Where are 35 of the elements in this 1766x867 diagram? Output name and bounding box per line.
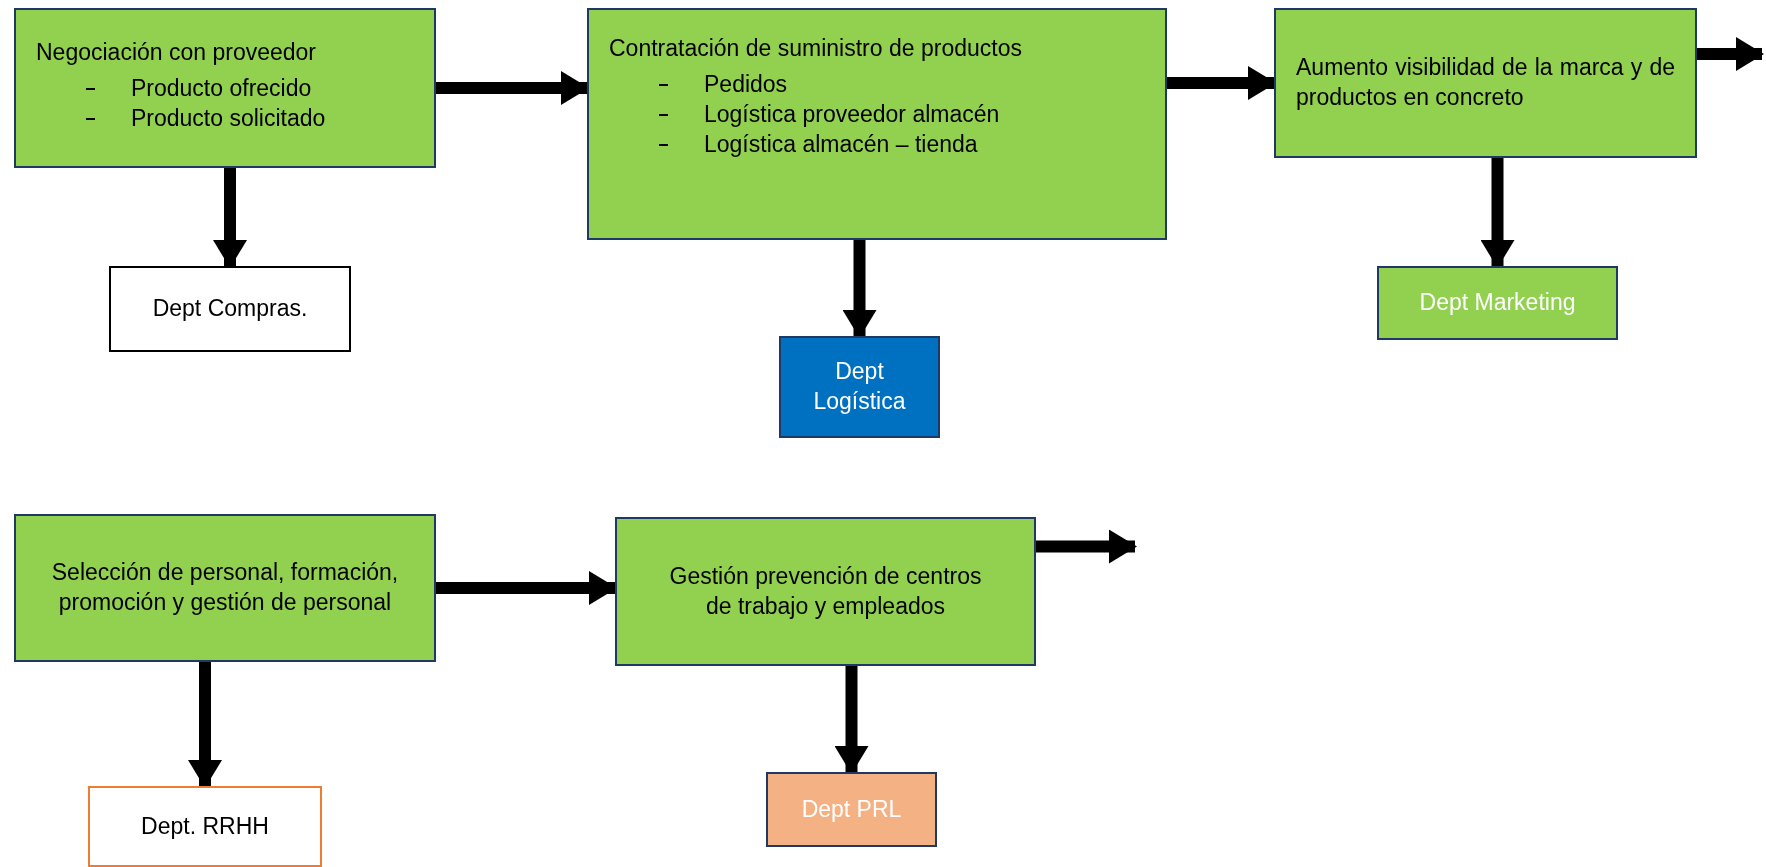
department-box [88, 786, 322, 867]
arrow [1480, 158, 1515, 268]
box-text: Dept PRL [800, 794, 903, 824]
process-box [1274, 8, 1697, 158]
process-box [587, 8, 1167, 240]
arrow [213, 168, 247, 268]
arrow [1167, 66, 1276, 100]
box-text: Selección de personal, formación, promoción y gestión de personal [50, 558, 400, 617]
arrow [1697, 37, 1764, 71]
list-item: Producto ofrecido [131, 73, 312, 103]
box-heading: Negociación con proveedor [36, 38, 317, 67]
arrow [436, 571, 617, 605]
arrow [188, 662, 222, 788]
arrow [436, 71, 589, 105]
list-item: Pedidos [704, 69, 788, 99]
box-text: Aumento visibilidad de la marca y de productos en concreto [1296, 53, 1675, 112]
box-heading: Contratación de suministro de productos [609, 34, 1023, 63]
process-box [14, 514, 436, 662]
process-box [14, 8, 436, 168]
list-item: Producto solicitado [131, 103, 326, 133]
box-text: Gestión prevención de centros de trabajo y empleados [668, 561, 983, 621]
box-text: Dept Compras. [151, 294, 309, 324]
list-item: Logística almacén – tienda [704, 129, 978, 159]
arrow [842, 240, 877, 338]
box-text: Dept Marketing [1418, 288, 1577, 318]
arrow [1036, 529, 1137, 564]
box-text: Dept. RRHH [140, 811, 270, 841]
department-box [766, 772, 937, 847]
arrow [834, 666, 869, 774]
department-box [1377, 266, 1618, 340]
box-text: Dept Logística [812, 357, 907, 416]
department-box [779, 336, 940, 438]
process-box [615, 517, 1036, 666]
department-box [109, 266, 351, 352]
list-item: Logística proveedor almacén [704, 99, 1000, 129]
